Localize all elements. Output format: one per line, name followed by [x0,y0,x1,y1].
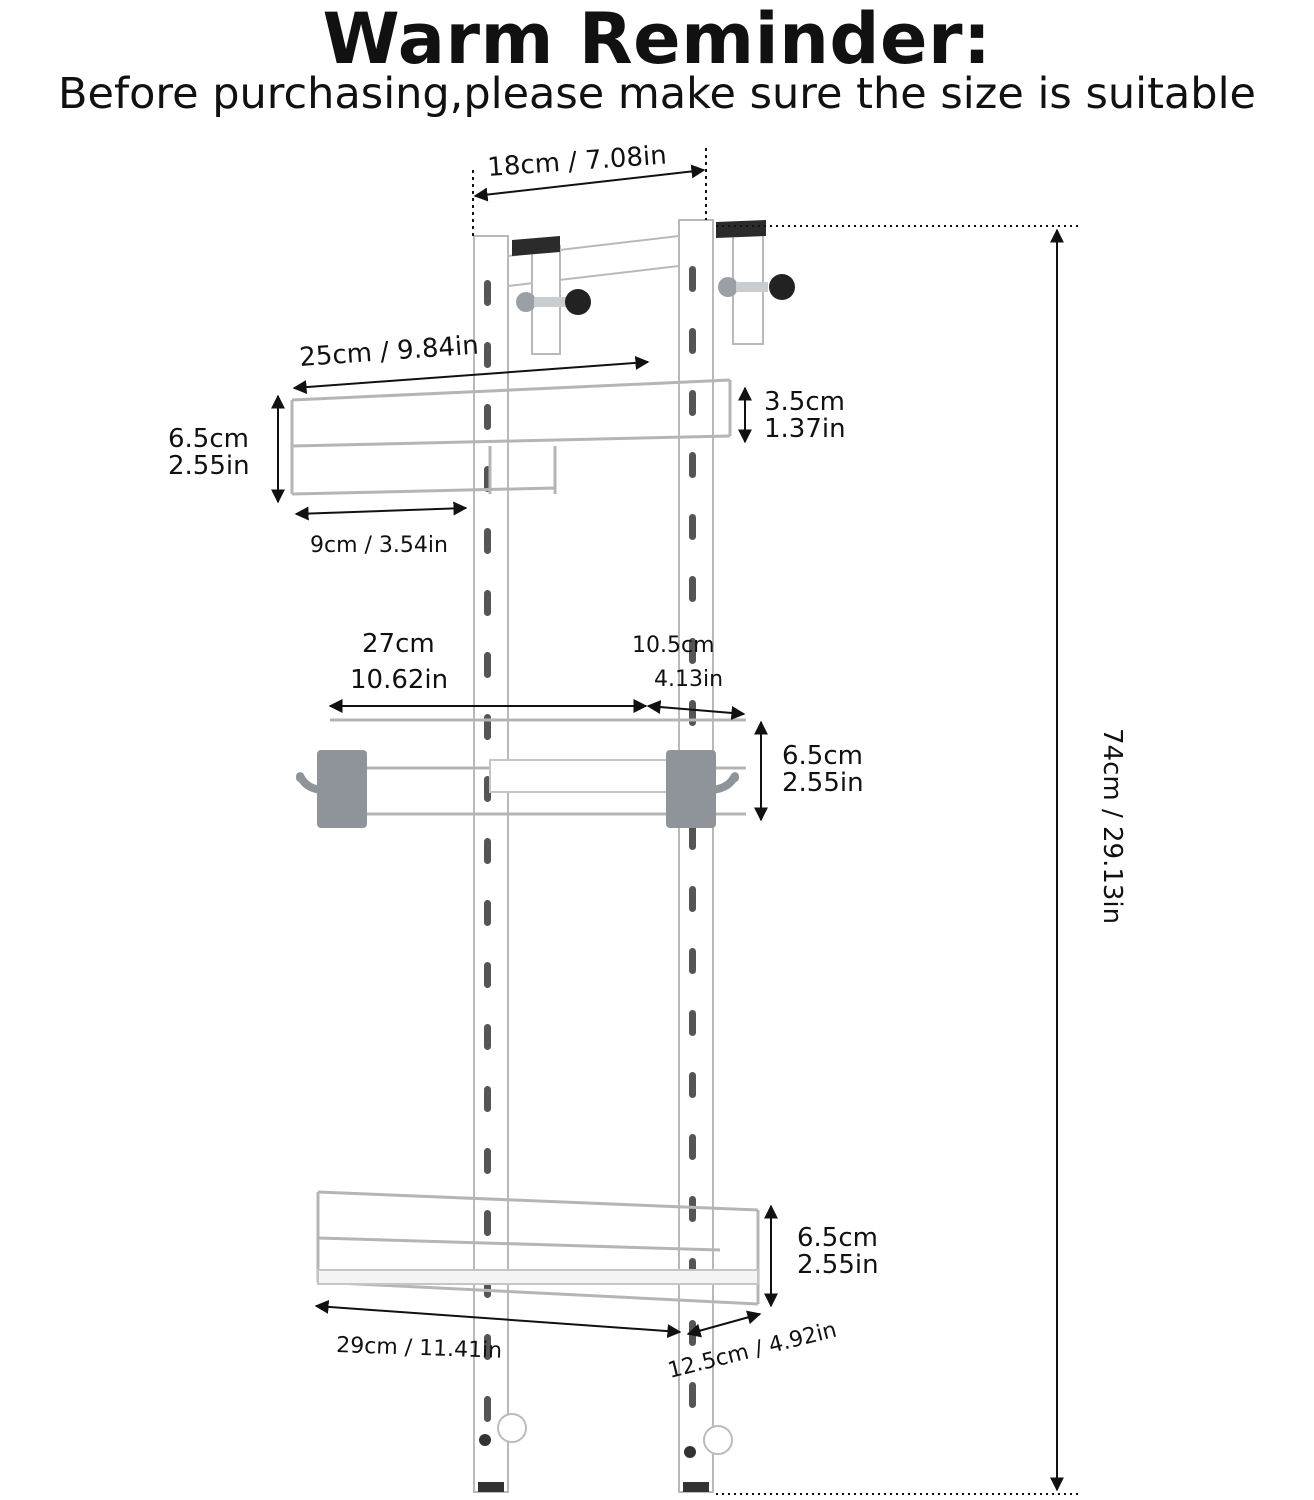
upright-slot [484,280,491,306]
shelf1-depth-arrow [294,501,468,521]
left-knob-icon [565,289,591,315]
shelf1-rail-cm-label: 3.5cm [764,387,845,417]
upright-slot [484,528,491,554]
upright-slot [689,886,696,912]
hook-plates [296,750,739,828]
upright-slot [689,514,696,540]
upright-slot [689,390,696,416]
upright-slot [484,404,491,430]
upright-slot [689,266,696,292]
shelf2-height-cm-label: 6.5cm [782,741,863,771]
upright-slot [689,700,696,726]
upright-slot [689,1134,696,1160]
upright-slot [689,1196,696,1222]
upright-slot [689,452,696,478]
dimension-lines [271,148,1082,1495]
right-hook-icon [704,772,739,794]
top-basket [290,378,732,496]
left-bolt-head [516,292,536,312]
right-knob-icon [769,274,795,300]
left-door-hook [512,236,560,256]
upright-slot [689,948,696,974]
upright-slot [484,714,491,740]
shelf3-depth-arrow [686,1310,762,1338]
right-hook-plate [666,750,716,828]
upright-slot [689,1010,696,1036]
shelf2-ext-in-label: 4.13in [654,667,723,692]
bottom-feet [478,1413,733,1492]
upright-slot [689,638,696,664]
tension-knobs [516,274,795,315]
upright-slot [484,962,491,988]
left-hook-plate [317,750,367,828]
upright-slot [484,1086,491,1112]
upright-slot [484,900,491,926]
shelf3-height-in-label: 2.55in [797,1250,879,1280]
shelf1-depth-label: 9cm / 3.54in [310,533,448,558]
shelf2-width-cm-label: 27cm [362,629,435,659]
upright-slot [689,824,696,850]
right-door-hook [716,220,766,238]
shelf2-ext-arrow [646,700,746,720]
upright-slot [484,590,491,616]
shelf1-width-label: 25cm / 9.84in [298,331,479,373]
upright-slot [484,342,491,368]
bottom-basket [316,1190,760,1306]
upright-slot [484,1210,491,1236]
upright-slot [484,1148,491,1174]
shelf1-height-cm-label: 6.5cm [168,424,249,454]
upright-slot [484,652,491,678]
total-height-label: 74cm / 29.13in [1097,728,1127,924]
right-bolt-head [718,277,738,297]
left-hook-icon [296,772,329,794]
upright-slot [689,576,696,602]
upright-slot [484,1396,491,1422]
upright-slot [689,328,696,354]
over-door-hooks [512,220,766,256]
upright-slot [484,838,491,864]
top-width-arrow [473,164,706,202]
upright-slot [484,1334,491,1360]
shelf1-rail-in-label: 1.37in [764,414,846,444]
upright-slot [484,1024,491,1050]
shelf3-width-arrow [314,1299,682,1339]
upright-slot [689,1072,696,1098]
shelf3-height-cm-label: 6.5cm [797,1223,878,1253]
size-reminder-subtitle: Before purchasing,please make sure the s… [58,69,1256,119]
warm-reminder-title: Warm Reminder: [322,0,992,80]
shelf2-width-in-label: 10.62in [350,665,448,695]
upright-slot [689,1382,696,1408]
shelf2-height-in-label: 2.55in [782,768,864,798]
shelf1-width-arrow [292,355,650,395]
shelf2-ext-cm-label: 10.5cm [632,633,715,658]
shelf3-width-label: 29cm / 11.41in [336,1333,503,1364]
shelf1-height-in-label: 2.55in [168,451,250,481]
